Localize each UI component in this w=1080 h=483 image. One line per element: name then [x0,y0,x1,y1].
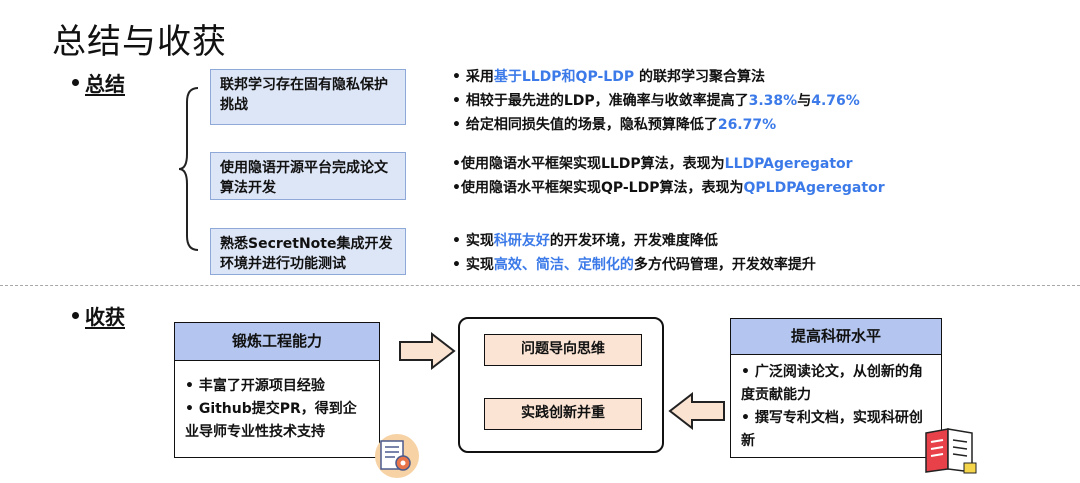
center-box: 问题导向思维 实践创新并重 [458,317,664,453]
summary-box-3-text: 熟悉SecretNote集成开发环境并进行功能测试 [220,236,393,272]
highlight-text: QPLDPAgeregator [743,180,885,196]
gain-box-engineering-title: 锻炼工程能力 [175,323,379,361]
highlight-text: LLDPAgeregator [724,156,853,172]
gains-heading: 收获 [72,301,125,330]
highlight-text: 4.76% [811,93,860,109]
gain-line: • 丰富了开源项目经验 [185,378,325,394]
bullet-text: 多方代码管理，开发效率提升 [633,257,816,273]
summary-bullet-line: •使用隐语水平框架实现LLDP算法，表现为LLDPAgeregator [452,152,885,176]
settings-document-icon [375,434,419,478]
summary-bullet-line: • 给定相同损失值的场景，隐私预算降低了26.77% [452,113,860,137]
summary-box-2: 使用隐语开源平台完成论文算法开发 [210,152,406,200]
summary-box-3: 熟悉SecretNote集成开发环境并进行功能测试 [210,228,406,275]
center-item-practice: 实践创新并重 [484,398,642,430]
bullet-text: 的开发环境，开发难度降低 [549,233,718,249]
bullet-text: 的联邦学习聚合算法 [634,69,765,85]
page-title: 总结与收获 [52,22,227,62]
summary-box-1: 联邦学习存在固有隐私保护挑战 [210,69,406,125]
bullet-text: •使用隐语水平框架实现QP-LDP算法，表现为 [452,180,744,196]
arrow-left-icon [668,392,725,430]
gain-box-research-body: • 广泛阅读论文，从创新的角度贡献能力 • 撰写专利文档，实现科研创新 [731,355,941,461]
summary-bullet-line: • 实现科研友好的开发环境，开发难度降低 [452,229,816,253]
bullet-text: • 采用 [452,69,494,85]
highlight-text: 高效、简洁、定制化的 [493,257,634,273]
summary-bullets-2: •使用隐语水平框架实现LLDP算法，表现为LLDPAgeregator•使用隐语… [452,152,885,200]
arrow-right-icon [399,332,456,370]
gain-box-research-title: 提高科研水平 [731,319,941,355]
gain-line: • 撰写专利文档，实现科研创新 [741,410,923,449]
bullet-text: • 实现 [452,257,494,273]
summary-bullets-3: • 实现科研友好的开发环境，开发难度降低• 实现高效、简洁、定制化的多方代码管理… [452,229,816,277]
summary-bullets-1: • 采用基于LLDP和QP-LDP 的联邦学习聚合算法• 相较于最先进的LDP，… [452,65,860,137]
summary-heading-text: 总结 [85,72,125,96]
summary-box-2-text: 使用隐语开源平台完成论文算法开发 [220,160,388,196]
gain-box-research: 提高科研水平 • 广泛阅读论文，从创新的角度贡献能力 • 撰写专利文档，实现科研… [730,318,942,458]
gains-heading-text: 收获 [85,305,125,329]
highlight-text: 26.77% [717,117,777,133]
bullet-text: • 实现 [452,233,494,249]
bullet-text: • 相较于最先进的LDP，准确率与收敛率提高了 [452,93,749,109]
gain-line: • Github提交PR，得到企业导师专业性技术支持 [185,401,357,440]
summary-heading: 总结 [72,68,125,97]
gain-line: • 广泛阅读论文，从创新的角度贡献能力 [741,364,923,403]
bullet-text: •使用隐语水平框架实现LLDP算法，表现为 [452,156,725,172]
highlight-text: 基于LLDP和QP-LDP [493,69,635,85]
highlight-text: 科研友好 [493,233,550,249]
gain-box-engineering-body: • 丰富了开源项目经验 • Github提交PR，得到企业导师专业性技术支持 [175,361,379,452]
summary-bullet-line: •使用隐语水平框架实现QP-LDP算法，表现为QPLDPAgeregator [452,176,885,200]
summary-bullet-line: • 实现高效、简洁、定制化的多方代码管理，开发效率提升 [452,253,816,277]
book-icon [925,428,977,474]
summary-bullet-line: • 相较于最先进的LDP，准确率与收敛率提高了3.38%与4.76% [452,89,860,113]
bullet-text: • 给定相同损失值的场景，隐私预算降低了 [452,117,718,133]
summary-box-1-text: 联邦学习存在固有隐私保护挑战 [220,77,388,113]
gain-box-engineering: 锻炼工程能力 • 丰富了开源项目经验 • Github提交PR，得到企业导师专业… [174,322,380,458]
bullet-text: 与 [797,93,812,109]
summary-bullet-line: • 采用基于LLDP和QP-LDP 的联邦学习聚合算法 [452,65,860,89]
bullet-dot [72,312,79,319]
center-item-problem: 问题导向思维 [484,334,642,366]
section-divider [0,285,1080,286]
highlight-text: 3.38% [748,93,798,109]
brace-icon [178,87,199,251]
bullet-dot [72,79,79,86]
